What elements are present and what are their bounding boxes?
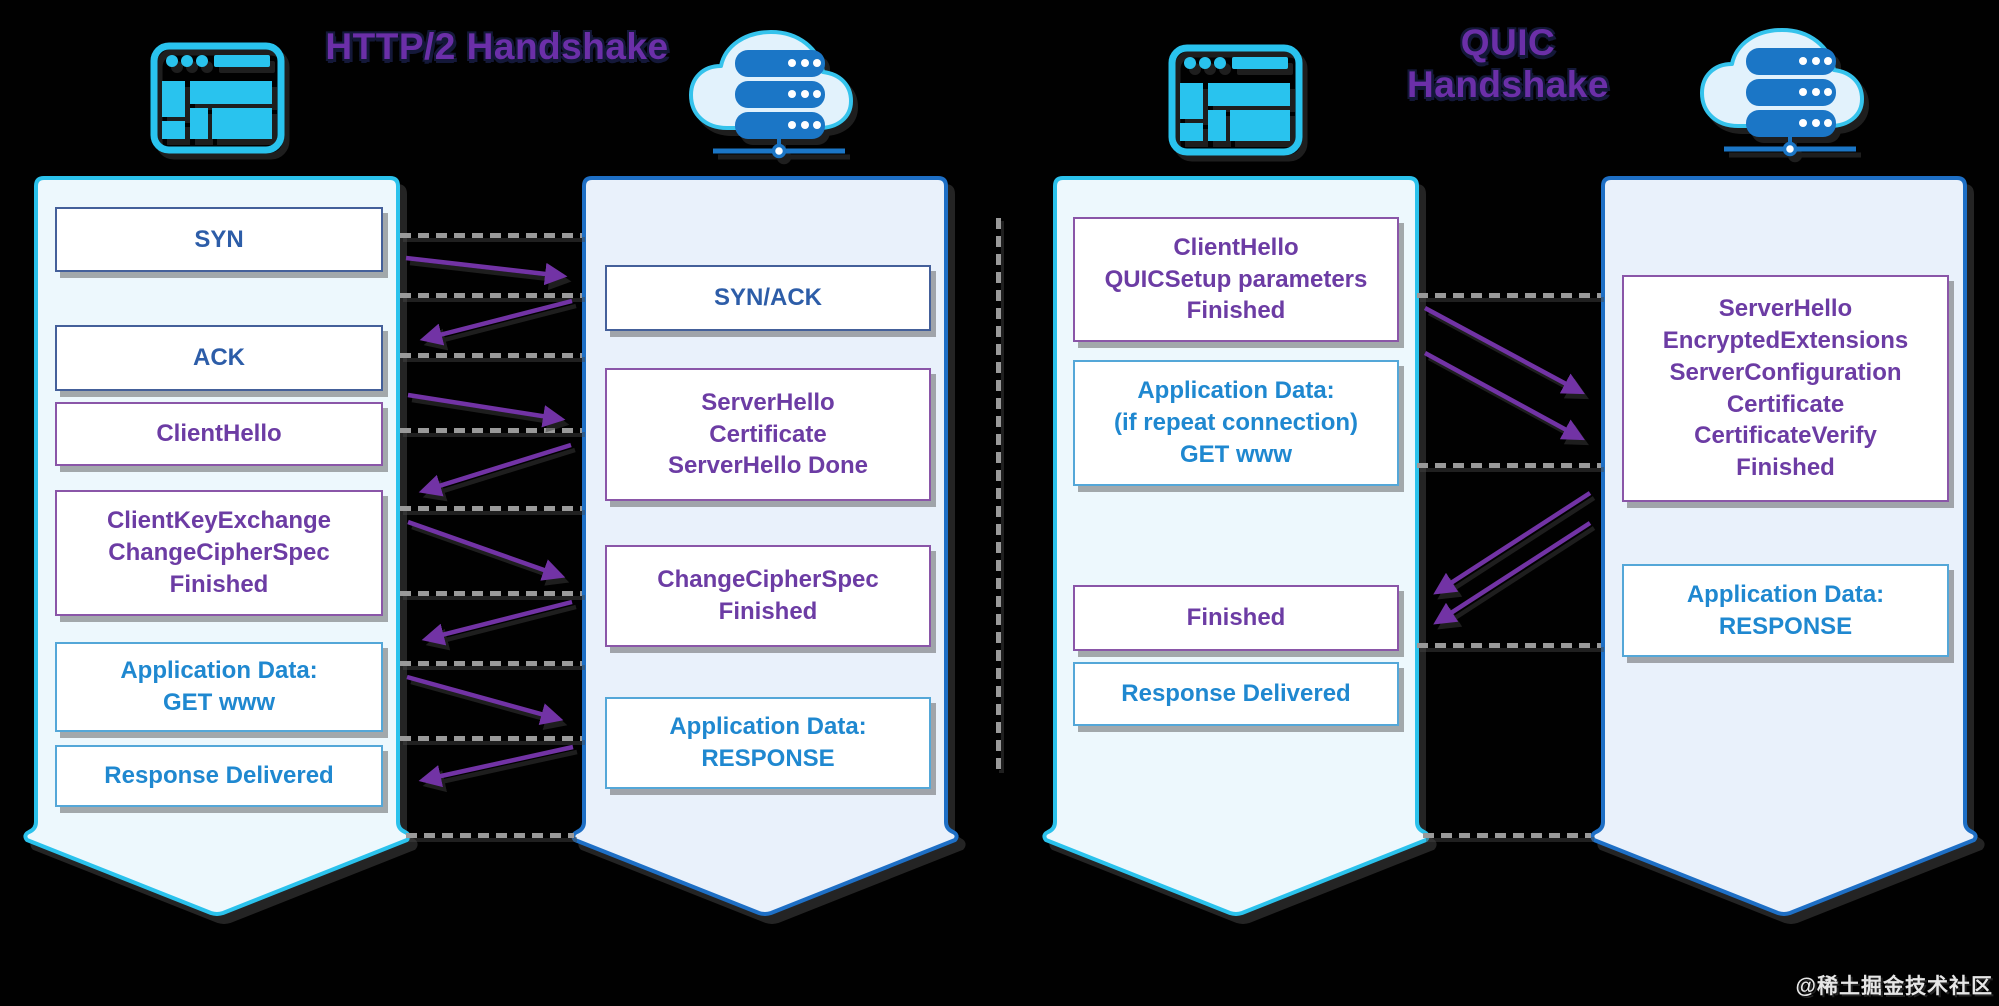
flow-arrow: [1433, 521, 1592, 625]
message-box-clientkeyexchange: ClientKeyExchange ChangeCipherSpec Finis…: [55, 490, 383, 616]
browser-icon: [150, 42, 285, 154]
message-box-synack: SYN/ACK: [605, 265, 931, 331]
flow-arrow: [406, 674, 564, 726]
timeline-dash-line: [400, 736, 582, 741]
flow-arrow: [418, 442, 572, 497]
timeline-dash-line: [1423, 833, 1591, 838]
browser-icon: [1168, 44, 1303, 156]
timeline-dash-line: [400, 233, 582, 238]
flow-arrow: [418, 744, 574, 788]
flow-arrow: [407, 519, 566, 581]
message-box-clienthello: ClientHello: [55, 402, 383, 466]
message-box-quic-application-data-response: Application Data: RESPONSE: [1622, 564, 1949, 657]
timeline-dash-line: [1417, 643, 1601, 648]
message-box-response-delivered: Response Delivered: [55, 745, 383, 807]
message-box-changecipherspec: ChangeCipherSpec Finished: [605, 545, 931, 647]
watermark: @稀土掘金技术社区: [1795, 975, 1993, 998]
message-box-application-data-get: Application Data: GET www: [55, 642, 383, 732]
flow-arrow: [1423, 351, 1585, 441]
message-box-quic-serverhello: ServerHello EncryptedExtensions ServerCo…: [1622, 275, 1949, 502]
timeline-dash-line: [1417, 463, 1601, 468]
flow-arrow: [407, 392, 566, 428]
message-box-serverhello: ServerHello Certificate ServerHello Done: [605, 368, 931, 501]
flow-arrow: [1423, 306, 1585, 395]
message-box-ack: ACK: [55, 325, 383, 391]
timeline-dash-line: [406, 833, 574, 838]
message-box-quic-response-delivered: Response Delivered: [1073, 662, 1399, 726]
http2-title: HTTP/2 Handshake: [325, 26, 669, 67]
cloud-server-icon: [689, 30, 853, 159]
cloud-server-icon: [1700, 28, 1864, 157]
message-box-quic-finished: Finished: [1073, 585, 1399, 651]
message-box-quic-clienthello: ClientHello QUICSetup parameters Finishe…: [1073, 217, 1399, 342]
timeline-dash-line: [400, 506, 582, 511]
timeline-dash-line: [400, 353, 582, 358]
flow-arrow: [405, 255, 568, 286]
flow-arrow: [421, 599, 573, 646]
flow-arrow: [419, 298, 573, 346]
flow-arrow: [1433, 491, 1592, 595]
quic-title: QUIC Handshake: [1407, 22, 1609, 105]
timeline-dash-line: [400, 293, 582, 298]
timeline-dash-line: [400, 591, 582, 596]
message-box-application-data-response: Application Data: RESPONSE: [605, 697, 931, 789]
timeline-dash-line: [400, 661, 582, 666]
timeline-dash-line: [1417, 293, 1601, 298]
message-box-quic-application-data: Application Data: (if repeat connection)…: [1073, 360, 1399, 486]
message-box-syn: SYN: [55, 207, 383, 272]
timeline-dash-line: [400, 428, 582, 433]
section-divider-dashed: [996, 218, 1001, 770]
